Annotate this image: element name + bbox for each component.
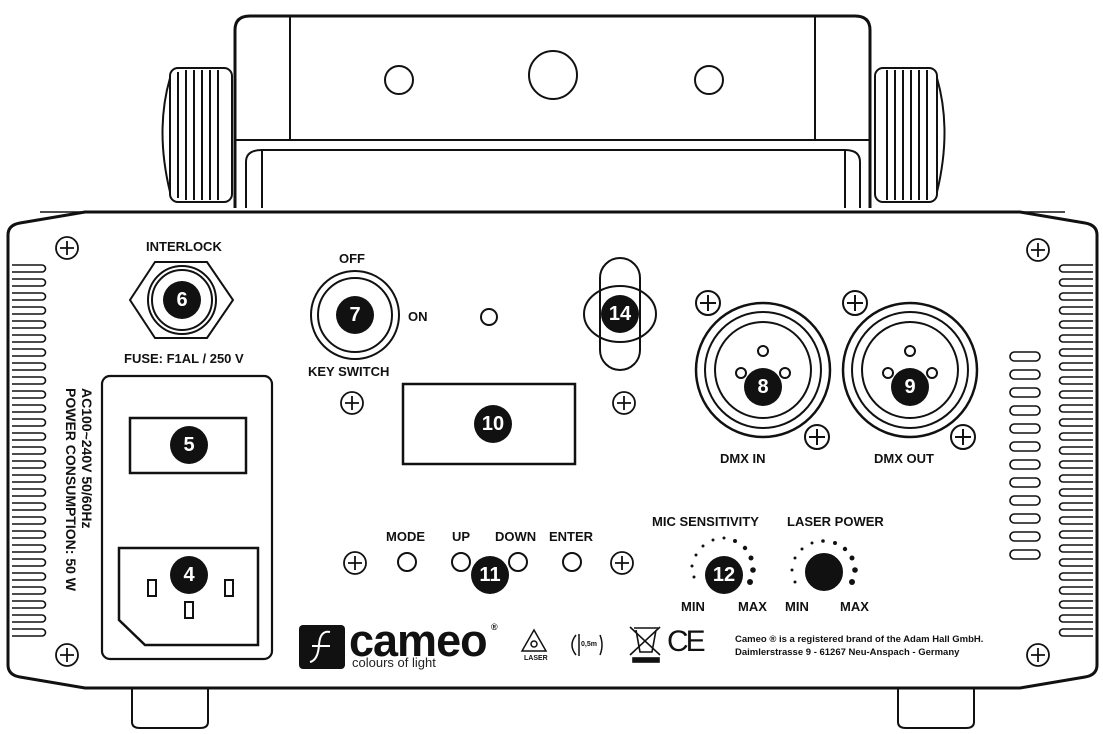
callout-8: 8	[744, 368, 782, 406]
display-window	[401, 382, 577, 466]
right-knob	[874, 67, 946, 203]
distance-symbol-icon	[571, 634, 603, 656]
cameo-logo-mark	[299, 625, 345, 669]
dmx-out-label: DMX OUT	[874, 451, 934, 466]
left-cooling-fins	[12, 264, 47, 637]
laser-warning-icon	[520, 628, 548, 652]
mic-max-label: MAX	[738, 599, 767, 614]
dmx-out-connector	[841, 290, 979, 450]
interlock-connector	[128, 261, 235, 339]
brand-slogan: colours of light	[352, 655, 436, 670]
callout-14: 14	[601, 295, 639, 333]
housing	[6, 210, 1099, 690]
feet	[131, 688, 975, 729]
laser-aperture	[583, 257, 657, 371]
callout-4: 4	[170, 556, 208, 594]
key-switch-label: KEY SWITCH	[308, 364, 390, 379]
brand-registered: ®	[491, 622, 498, 632]
callout-6: 6	[163, 281, 201, 319]
power-rating-line2: POWER CONSUMPTION: 50 W	[62, 388, 79, 592]
distance-label: 0,5m	[581, 641, 597, 648]
callout-9: 9	[891, 368, 929, 406]
laser-power-label: LASER POWER	[787, 514, 884, 529]
down-label: DOWN	[495, 529, 537, 544]
legal-text: Cameo ® is a registered brand of the Ada…	[735, 634, 983, 660]
interlock-label: INTERLOCK	[146, 239, 222, 254]
mic-sensitivity-label: MIC SENSITIVITY	[652, 514, 759, 529]
fuse-label: FUSE: F1AL / 250 V	[124, 351, 244, 366]
on-label: ON	[408, 309, 428, 324]
dmx-in-connector	[694, 290, 832, 450]
callout-5: 5	[170, 426, 208, 464]
enter-label: ENTER	[549, 529, 594, 544]
callout-7: 7	[336, 296, 374, 334]
callout-11: 11	[471, 556, 509, 594]
laser-max-label: MAX	[840, 599, 869, 614]
mode-label: MODE	[386, 529, 425, 544]
legal-line2: Daimlerstrasse 9 - 61267 Neu-Anspach - G…	[735, 646, 960, 658]
corner-screws	[55, 236, 1050, 667]
weee-bin-icon	[629, 626, 661, 663]
laser-symbol-label: LASER	[524, 655, 548, 662]
callout-12: 12	[705, 556, 743, 594]
laser-power-knob	[790, 539, 858, 591]
off-label: OFF	[339, 251, 365, 266]
brand-name: cameo	[349, 615, 488, 666]
vent-slots	[1009, 351, 1041, 560]
dmx-in-label: DMX IN	[720, 451, 766, 466]
left-knob	[161, 67, 233, 203]
right-cooling-fins	[1058, 264, 1093, 637]
control-buttons	[397, 552, 582, 572]
legal-line1: Cameo ® is a registered brand of the Ada…	[735, 634, 984, 645]
up-label: UP	[452, 529, 471, 544]
power-rating-text: AC100~240V 50/60Hz POWER CONSUMPTION: 50…	[63, 388, 95, 591]
fuse-and-power-inlet	[100, 374, 274, 661]
mic-min-label: MIN	[681, 599, 705, 614]
ce-mark: CE	[667, 625, 706, 658]
key-switch	[310, 270, 498, 360]
power-rating-line1: AC100~240V 50/60Hz	[79, 388, 95, 529]
laser-min-label: MIN	[785, 599, 809, 614]
mic-sensitivity-knob	[690, 536, 756, 585]
callout-10: 10	[474, 405, 512, 443]
mounting-bracket	[233, 14, 872, 208]
